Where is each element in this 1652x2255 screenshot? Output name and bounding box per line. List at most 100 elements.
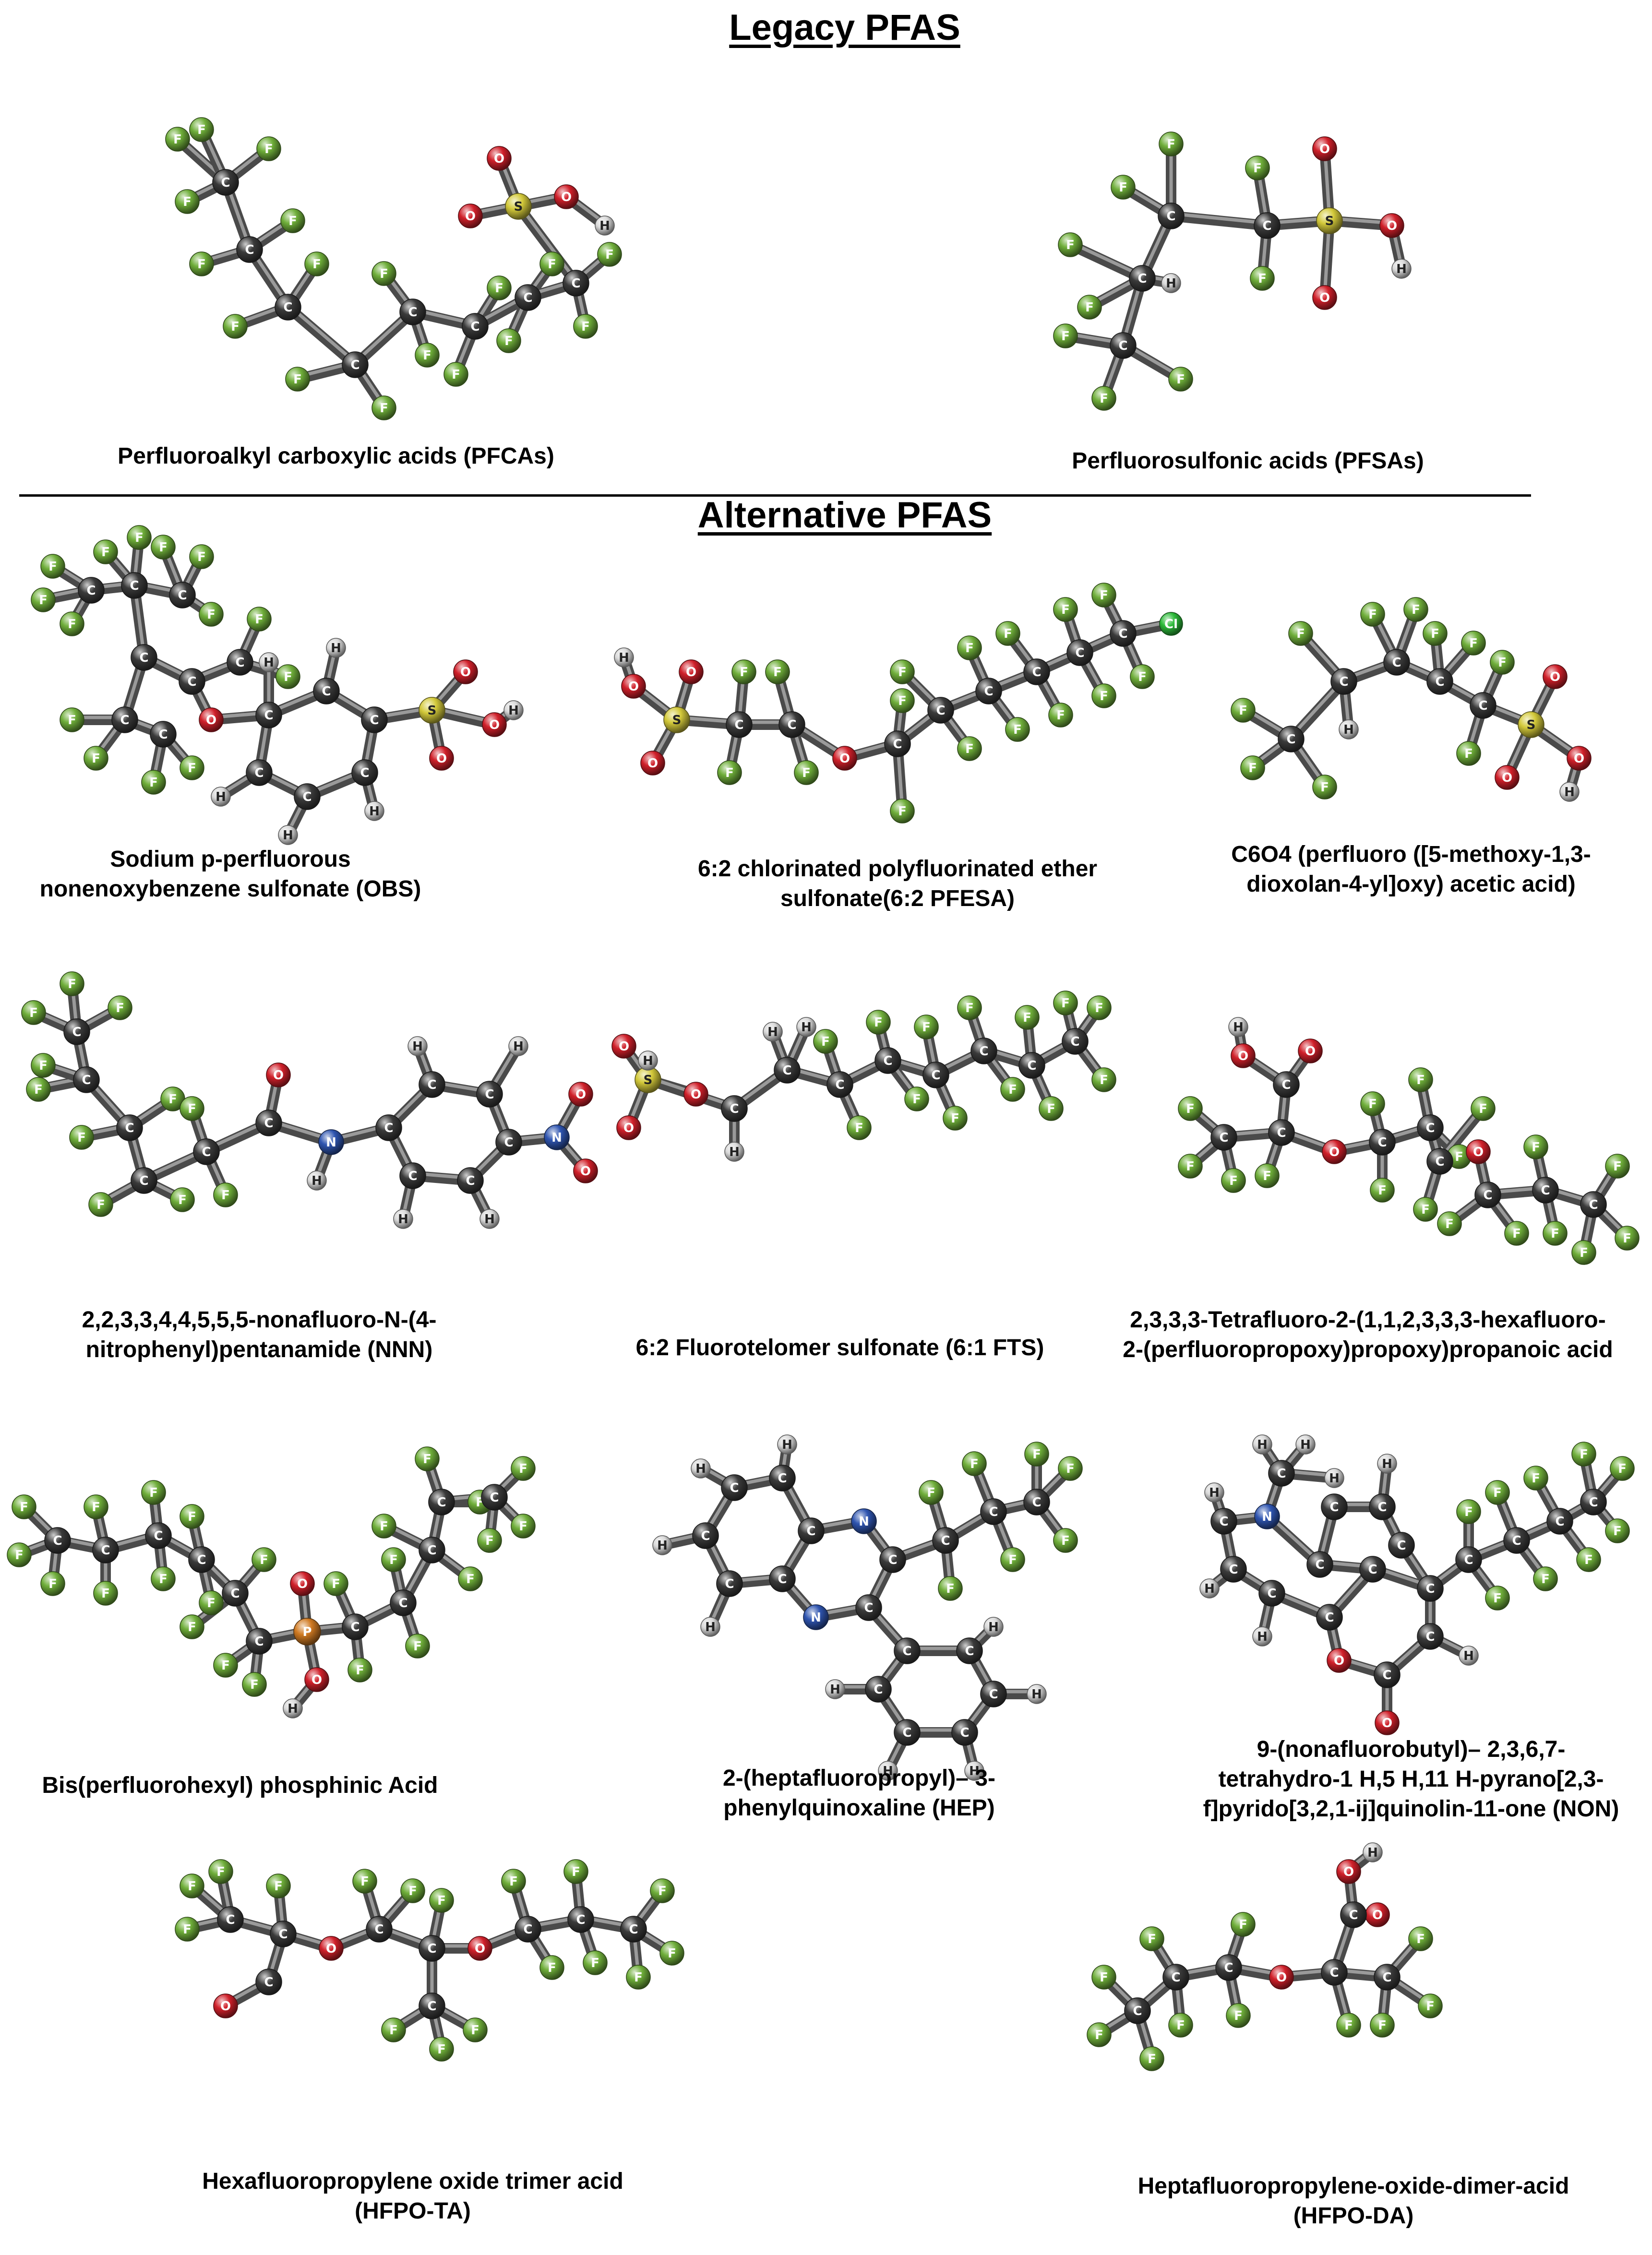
carbon-atom: C bbox=[1124, 1997, 1151, 2024]
svg-text:F: F bbox=[293, 372, 302, 387]
svg-text:F: F bbox=[1584, 1553, 1593, 1567]
carbon-atom: C bbox=[121, 572, 148, 599]
oxygen-atom: O bbox=[1543, 664, 1568, 689]
non-caption: 9-(nonafluorobutyl)– 2,3,6,7- tetrahydro… bbox=[1203, 1737, 1619, 1822]
svg-text:H: H bbox=[801, 1020, 812, 1035]
fluorine-atom: F bbox=[1336, 2013, 1361, 2038]
svg-text:C: C bbox=[787, 718, 796, 732]
svg-text:F: F bbox=[802, 766, 811, 780]
svg-text:F: F bbox=[1095, 1001, 1103, 1015]
fluorine-atom: F bbox=[429, 1888, 454, 1913]
hydrogen-atom: H bbox=[1559, 782, 1580, 802]
carbon-atom: C bbox=[78, 577, 105, 604]
hydrogen-atom: H bbox=[777, 1434, 797, 1455]
oxygen-atom: O bbox=[1375, 1710, 1400, 1735]
carbon-atom: C bbox=[1023, 1489, 1050, 1515]
svg-text:F: F bbox=[250, 1678, 259, 1692]
fluorine-atom: F bbox=[904, 1086, 929, 1111]
carbon-atom: C bbox=[1321, 1493, 1348, 1520]
hydrogen-atom: H bbox=[1295, 1434, 1316, 1455]
bond-highlight bbox=[516, 202, 578, 283]
svg-text:H: H bbox=[283, 828, 293, 843]
obs-caption: Sodium p-perfluorous nonenoxybenzene sul… bbox=[39, 847, 421, 902]
svg-text:H: H bbox=[729, 1145, 740, 1159]
svg-text:F: F bbox=[1100, 1970, 1108, 1985]
oxygen-atom: O bbox=[482, 712, 507, 737]
svg-text:F: F bbox=[970, 1457, 979, 1471]
hydrogen-atom: H bbox=[724, 1142, 744, 1162]
fluorine-atom: F bbox=[813, 1029, 838, 1054]
carbon-atom: C bbox=[721, 1095, 748, 1122]
svg-text:H: H bbox=[619, 651, 629, 665]
carbon-atom: C bbox=[716, 1570, 743, 1597]
oxygen-atom: O bbox=[453, 659, 478, 684]
svg-text:S: S bbox=[644, 1073, 653, 1087]
carbon-atom: C bbox=[1316, 1604, 1343, 1631]
svg-text:F: F bbox=[1412, 603, 1420, 617]
carbon-atom: C bbox=[313, 678, 340, 704]
fluorine-atom: F bbox=[275, 664, 300, 689]
svg-text:H: H bbox=[412, 1039, 423, 1054]
svg-text:F: F bbox=[572, 1865, 580, 1879]
svg-text:C: C bbox=[374, 1922, 383, 1937]
svg-text:F: F bbox=[159, 1572, 168, 1587]
svg-text:F: F bbox=[1100, 689, 1108, 704]
svg-text:F: F bbox=[922, 1020, 931, 1035]
svg-text:C: C bbox=[254, 1635, 263, 1649]
svg-text:F: F bbox=[821, 1035, 830, 1049]
svg-text:F: F bbox=[898, 665, 907, 680]
svg-text:F: F bbox=[1344, 2018, 1353, 2033]
fluorine-atom: F bbox=[1005, 717, 1030, 742]
fluorine-atom: F bbox=[1091, 386, 1116, 411]
carbon-atom: C bbox=[970, 1038, 997, 1064]
svg-text:C: C bbox=[504, 1135, 513, 1150]
svg-text:S: S bbox=[514, 200, 523, 214]
fluorine-atom: F bbox=[429, 2037, 454, 2062]
bond-highlight bbox=[1068, 240, 1144, 278]
carbon-atom: C bbox=[1369, 1129, 1396, 1156]
svg-text:F: F bbox=[231, 320, 239, 334]
fluorine-atom: F bbox=[7, 1542, 32, 1567]
carbon-atom: C bbox=[563, 270, 589, 297]
nitrogen-atom: N bbox=[803, 1604, 829, 1630]
svg-text:H: H bbox=[369, 804, 380, 819]
carbon-atom: C bbox=[399, 298, 426, 325]
fluorine-atom: F bbox=[1053, 1528, 1078, 1553]
carbon-atom: C bbox=[922, 1062, 949, 1088]
svg-text:F: F bbox=[1498, 656, 1507, 670]
svg-text:F: F bbox=[437, 1894, 446, 1908]
fluorine-atom: F bbox=[141, 770, 166, 795]
svg-text:O: O bbox=[1372, 1908, 1383, 1922]
svg-text:F: F bbox=[197, 123, 206, 137]
fluorine-atom: F bbox=[304, 251, 329, 276]
carbon-atom: C bbox=[1306, 1551, 1333, 1578]
svg-text:O: O bbox=[1276, 1970, 1287, 1985]
svg-text:S: S bbox=[672, 713, 682, 728]
fts-caption: 6:2 Fluorotelomer sulfonate (6:1 FTS) bbox=[635, 1335, 1044, 1360]
svg-text:F: F bbox=[1061, 603, 1070, 617]
svg-text:F: F bbox=[274, 1879, 283, 1894]
svg-text:F: F bbox=[92, 1500, 100, 1515]
svg-text:C: C bbox=[350, 358, 359, 372]
fluorine-atom: F bbox=[650, 1878, 675, 1903]
svg-text:O: O bbox=[1502, 771, 1512, 785]
carbon-atom: C bbox=[1062, 1028, 1089, 1055]
svg-text:F: F bbox=[1148, 2052, 1156, 2066]
svg-text:C: C bbox=[427, 1543, 436, 1558]
sulfur-atom: S bbox=[634, 1066, 661, 1093]
svg-text:F: F bbox=[149, 1486, 158, 1500]
carbon-atom: C bbox=[1417, 1575, 1444, 1602]
svg-text:C: C bbox=[835, 1078, 844, 1092]
fluorine-atom: F bbox=[88, 1192, 113, 1217]
fluorine-atom: F bbox=[962, 1451, 987, 1476]
svg-text:C: C bbox=[1382, 1970, 1391, 1985]
svg-text:C: C bbox=[1425, 1630, 1435, 1644]
svg-text:N: N bbox=[859, 1515, 869, 1529]
svg-text:C: C bbox=[1377, 1135, 1387, 1150]
fluorine-atom: F bbox=[189, 251, 214, 276]
nitrogen-atom: N bbox=[318, 1129, 344, 1155]
hydrogen-atom: H bbox=[503, 700, 524, 720]
svg-text:H: H bbox=[1564, 785, 1575, 799]
